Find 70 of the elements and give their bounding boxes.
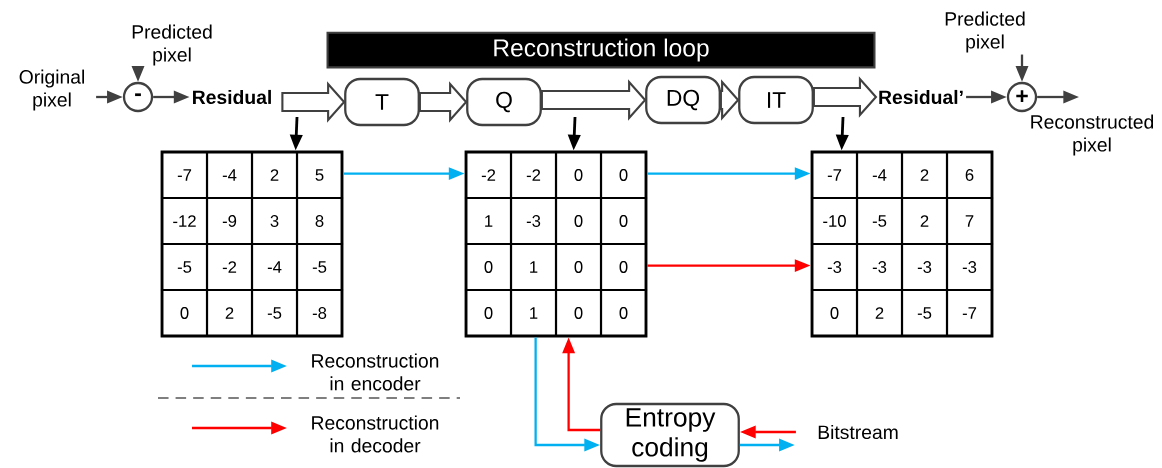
signal-label: Predicted pixel: [945, 11, 1025, 53]
matrix-cell: 1: [509, 288, 558, 338]
legend-label: Reconstruction in decoder: [312, 415, 439, 453]
matrix-cell: -3: [855, 242, 904, 292]
matrix-cell: 2: [900, 196, 949, 246]
matrix-cell: 0: [599, 288, 648, 338]
matrix-cell: -8: [295, 288, 344, 338]
matrix-cell: -5: [900, 288, 949, 338]
matrix-cell: 8: [295, 196, 344, 246]
matrix-cell: 0: [554, 196, 603, 246]
matrix-cell: 0: [554, 288, 603, 338]
block-arrow: [418, 81, 468, 123]
summing-junction: -: [122, 81, 154, 113]
signal-label: Residual: [193, 89, 271, 105]
matrix-cell: 3: [250, 196, 299, 246]
matrix-cell: -3: [945, 242, 994, 292]
matrix-cell: -5: [160, 242, 209, 292]
matrix-cell: 5: [295, 150, 344, 200]
matrix-cell: -7: [810, 150, 859, 200]
matrix-cell: 2: [250, 150, 299, 200]
process-box: IT: [738, 75, 814, 125]
matrix-cell: 1: [509, 242, 558, 292]
matrix-cell: -2: [205, 242, 254, 292]
matrix-cell: 2: [205, 288, 254, 338]
matrix-cell: -9: [205, 196, 254, 246]
block-arrow: [812, 76, 878, 118]
matrix-cell: 0: [464, 288, 513, 338]
matrix-cell: -5: [295, 242, 344, 292]
matrix-cell: -10: [810, 196, 859, 246]
matrix-cell: -3: [810, 242, 859, 292]
matrix-cell: -7: [160, 150, 209, 200]
matrix-cell: -2: [509, 150, 558, 200]
signal-label: Predicted pixel: [132, 24, 212, 66]
output-label: Reconstructed pixel: [1031, 114, 1154, 156]
matrix-cell: 0: [160, 288, 209, 338]
process-box: T: [344, 77, 420, 127]
matrix-cell: -7: [945, 288, 994, 338]
matrix-cell: 0: [554, 242, 603, 292]
matrix-cell: 2: [855, 288, 904, 338]
block-arrow: [540, 79, 647, 121]
matrix-cell: -2: [464, 150, 513, 200]
matrix-cell: -3: [509, 196, 558, 246]
legend-label: Reconstruction in encoder: [312, 353, 439, 391]
matrix-cell: -4: [205, 150, 254, 200]
matrix-cell: -3: [900, 242, 949, 292]
matrix-cell: 2: [900, 150, 949, 200]
block-arrow: [719, 79, 740, 121]
matrix-cell: 6: [945, 150, 994, 200]
matrix-cell: 7: [945, 196, 994, 246]
signal-label: Bitstream: [818, 424, 898, 440]
matrix-cell: 0: [599, 196, 648, 246]
matrix-cell: 0: [464, 242, 513, 292]
process-box: Q: [466, 77, 542, 127]
matrix-cell: 1: [464, 196, 513, 246]
summing-junction: +: [1006, 81, 1038, 113]
signal-label: Residual’: [879, 89, 963, 105]
matrix-cell: -5: [855, 196, 904, 246]
matrix-cell: -12: [160, 196, 209, 246]
matrix-cell: 0: [810, 288, 859, 338]
process-box: Entropy coding: [600, 402, 740, 468]
block-arrow: [281, 81, 346, 123]
signal-label: Original pixel: [19, 69, 84, 111]
matrix-cell: -4: [855, 150, 904, 200]
process-box: DQ: [645, 75, 721, 125]
loop-banner: Reconstruction loop: [326, 31, 876, 69]
matrix-cell: 0: [599, 150, 648, 200]
matrix-cell: -5: [250, 288, 299, 338]
matrix-cell: 0: [599, 242, 648, 292]
matrix-cell: 0: [554, 150, 603, 200]
matrix-cell: -4: [250, 242, 299, 292]
